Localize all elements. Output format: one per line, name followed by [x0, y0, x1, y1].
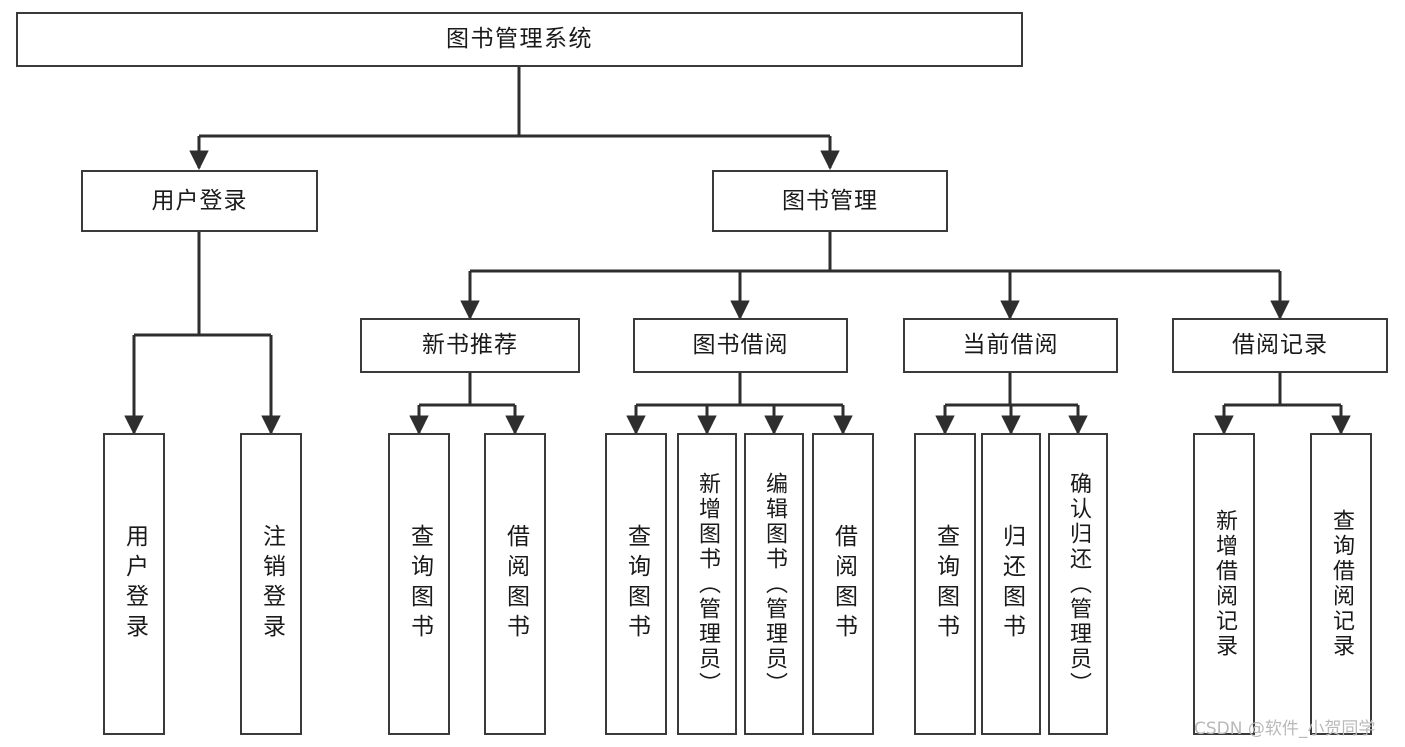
node-leaf-query-book-2-label: 查询图书 — [623, 524, 650, 644]
csdn-watermark: CSDN @软件_小贺同学 — [1194, 719, 1376, 739]
node-leaf-borrow-book-1-label: 借阅图书 — [502, 524, 529, 644]
node-leaf-edit-book[interactable]: 编辑图书（管理员） — [744, 433, 804, 735]
node-leaf-add-record[interactable]: 新增借阅记录 — [1193, 433, 1255, 735]
node-borrow-record-label: 借阅记录 — [1232, 332, 1328, 359]
node-leaf-confirm-return-label: 确认归还（管理员） — [1066, 471, 1091, 697]
node-book-manage[interactable]: 图书管理 — [712, 170, 948, 232]
node-root[interactable]: 图书管理系统 — [16, 12, 1023, 67]
node-leaf-return-book-label: 归还图书 — [998, 524, 1025, 644]
node-book-borrow[interactable]: 图书借阅 — [633, 318, 848, 373]
node-leaf-add-book[interactable]: 新增图书（管理员） — [677, 433, 737, 735]
node-book-borrow-label: 图书借阅 — [692, 332, 789, 359]
node-leaf-return-book[interactable]: 归还图书 — [981, 433, 1041, 735]
node-leaf-borrow-book-2[interactable]: 借阅图书 — [812, 433, 874, 735]
node-user-login[interactable]: 用户登录 — [81, 170, 318, 232]
node-user-login-label: 用户登录 — [151, 187, 248, 214]
node-leaf-borrow-book-1[interactable]: 借阅图书 — [484, 433, 546, 735]
node-borrow-record[interactable]: 借阅记录 — [1172, 318, 1388, 373]
node-leaf-query-record-label: 查询借阅记录 — [1329, 509, 1354, 659]
node-book-manage-label: 图书管理 — [782, 187, 878, 214]
node-leaf-add-record-label: 新增借阅记录 — [1212, 509, 1237, 659]
node-leaf-query-book-1-label: 查询图书 — [406, 524, 433, 644]
node-leaf-user-login[interactable]: 用户登录 — [103, 433, 165, 735]
node-leaf-query-book-2[interactable]: 查询图书 — [605, 433, 667, 735]
node-current-borrow[interactable]: 当前借阅 — [903, 318, 1118, 373]
node-root-label: 图书管理系统 — [446, 26, 593, 53]
node-leaf-borrow-book-2-label: 借阅图书 — [830, 524, 857, 644]
node-leaf-logout[interactable]: 注销登录 — [240, 433, 302, 735]
node-leaf-add-book-label: 新增图书（管理员） — [695, 471, 720, 697]
node-leaf-logout-label: 注销登录 — [258, 524, 285, 644]
node-leaf-confirm-return[interactable]: 确认归还（管理员） — [1048, 433, 1108, 735]
node-current-borrow-label: 当前借阅 — [962, 332, 1059, 359]
node-leaf-edit-book-label: 编辑图书（管理员） — [762, 471, 787, 697]
node-leaf-query-record[interactable]: 查询借阅记录 — [1310, 433, 1372, 735]
node-leaf-query-book-1[interactable]: 查询图书 — [388, 433, 450, 735]
node-leaf-query-book-3-label: 查询图书 — [932, 524, 959, 644]
node-leaf-user-login-label: 用户登录 — [121, 524, 148, 644]
node-new-book-rec-label: 新书推荐 — [422, 332, 518, 359]
node-new-book-rec[interactable]: 新书推荐 — [360, 318, 580, 373]
node-leaf-query-book-3[interactable]: 查询图书 — [914, 433, 976, 735]
